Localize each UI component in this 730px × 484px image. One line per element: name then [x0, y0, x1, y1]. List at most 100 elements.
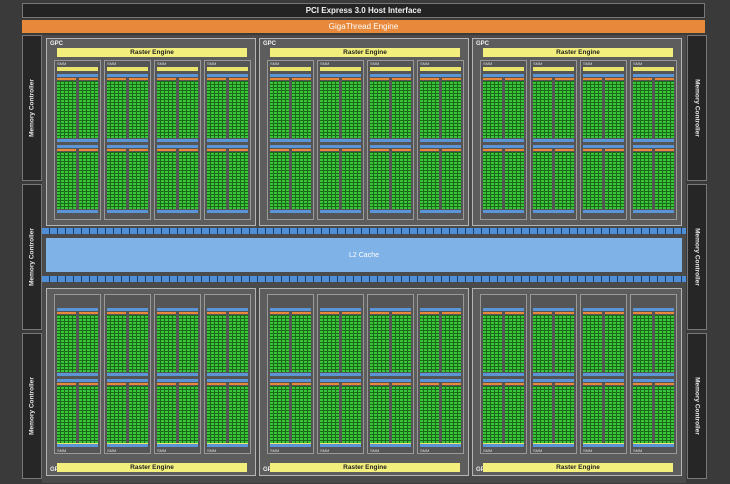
sm-buffer-bar: [320, 145, 361, 148]
sm-block: SMM: [580, 294, 627, 454]
sm-scheduler-bar: [655, 383, 674, 385]
sm-scheduler-bar: [79, 78, 98, 80]
sm-scheduler-bar: [207, 312, 226, 314]
sm-load-store-bar: [157, 210, 198, 213]
cuda-core-grid: [483, 81, 502, 138]
cuda-core-grid: [605, 386, 624, 443]
cuda-core-grid: [129, 315, 148, 372]
sm-scheduler-bar: [505, 78, 524, 80]
sm-buffer-bar: [370, 308, 411, 311]
sm-load-store-bar: [370, 444, 411, 447]
sm-load-store-bar: [320, 139, 361, 142]
sm-scheduler-bar: [370, 78, 389, 80]
cuda-core-grid: [420, 386, 439, 443]
sm-buffer-bar: [420, 145, 461, 148]
cuda-core-grid: [605, 152, 624, 209]
sm-block: SMM: [317, 60, 364, 220]
cuda-core-grid: [533, 386, 552, 443]
sm-scheduler-bar: [533, 383, 552, 385]
sm-buffer-bar: [533, 379, 574, 382]
sm-scheduler-bar: [555, 383, 574, 385]
sm-scheduler-bar: [179, 78, 198, 80]
cuda-core-grid: [655, 386, 674, 443]
sm-scheduler-bar: [420, 78, 439, 80]
sm-scheduler-bar: [179, 312, 198, 314]
sm-instruction-cache: [533, 67, 574, 71]
cuda-core-grid: [207, 315, 226, 372]
cuda-core-grid: [320, 152, 339, 209]
sm-buffer-bar: [533, 145, 574, 148]
sm-buffer-bar: [207, 145, 248, 148]
cuda-core-grid: [157, 81, 176, 138]
sm-scheduler-bar: [605, 149, 624, 151]
sm-load-store-bar: [633, 444, 674, 447]
sm-instruction-cache: [207, 67, 248, 71]
sm-load-store-bar: [157, 444, 198, 447]
sm-label: SMM: [483, 448, 493, 453]
cuda-core-grid: [229, 81, 248, 138]
cuda-core-grid: [655, 81, 674, 138]
cuda-core-grid: [442, 81, 461, 138]
cuda-core-grid: [370, 152, 389, 209]
sm-buffer-bar: [483, 308, 524, 311]
sm-block: SMM: [630, 60, 677, 220]
sm-buffer-bar: [57, 145, 98, 148]
cuda-core-grid: [370, 386, 389, 443]
sm-buffer-bar: [107, 379, 148, 382]
sm-buffer-bar: [157, 308, 198, 311]
cuda-core-grid: [533, 152, 552, 209]
cuda-core-grid: [57, 81, 76, 138]
cuda-core-grid: [342, 152, 361, 209]
cuda-core-grid: [292, 315, 311, 372]
raster-engine: Raster Engine: [57, 48, 247, 57]
sm-scheduler-bar: [129, 78, 148, 80]
cuda-core-grid: [79, 386, 98, 443]
sm-load-store-bar: [420, 444, 461, 447]
sm-scheduler-bar: [655, 312, 674, 314]
sm-instruction-cache: [370, 67, 411, 71]
sm-scheduler-bar: [655, 149, 674, 151]
sm-buffer-bar: [370, 145, 411, 148]
cuda-core-grid: [107, 386, 126, 443]
sm-block: SMM: [54, 294, 101, 454]
sm-scheduler-bar: [583, 149, 602, 151]
sm-scheduler-bar: [442, 78, 461, 80]
cuda-core-grid: [157, 152, 176, 209]
sm-scheduler-bar: [107, 78, 126, 80]
sm-load-store-bar: [533, 210, 574, 213]
cuda-core-grid: [270, 315, 289, 372]
sm-scheduler-bar: [505, 383, 524, 385]
sm-buffer-bar: [107, 145, 148, 148]
sm-scheduler-bar: [57, 149, 76, 151]
sm-scheduler-bar: [370, 149, 389, 151]
sm-scheduler-bar: [320, 149, 339, 151]
sm-buffer-bar: [370, 74, 411, 77]
sm-scheduler-bar: [505, 312, 524, 314]
sm-block: SMM: [54, 60, 101, 220]
sm-scheduler-bar: [320, 312, 339, 314]
l2-cache: L2 Cache: [46, 238, 682, 272]
sm-label: SMM: [420, 61, 430, 66]
sm-block: SMM: [367, 294, 414, 454]
cuda-core-grid: [320, 315, 339, 372]
sm-block: SMM: [367, 60, 414, 220]
sm-scheduler-bar: [320, 78, 339, 80]
cuda-core-grid: [533, 81, 552, 138]
sm-buffer-bar: [370, 379, 411, 382]
sm-label: SMM: [157, 61, 167, 66]
sm-load-store-bar: [583, 210, 624, 213]
sm-load-store-bar: [633, 210, 674, 213]
sm-label: SMM: [533, 61, 543, 66]
sm-load-store-bar: [207, 210, 248, 213]
raster-engine: Raster Engine: [270, 48, 460, 57]
sm-load-store-bar: [270, 373, 311, 376]
sm-label: SMM: [270, 61, 280, 66]
sm-buffer-bar: [57, 379, 98, 382]
sm-scheduler-bar: [107, 149, 126, 151]
sm-buffer-bar: [420, 379, 461, 382]
memory-controller-label: Memory Controller: [693, 79, 701, 137]
l2-cache-label: L2 Cache: [349, 251, 379, 259]
cuda-core-grid: [270, 386, 289, 443]
sm-load-store-bar: [483, 210, 524, 213]
